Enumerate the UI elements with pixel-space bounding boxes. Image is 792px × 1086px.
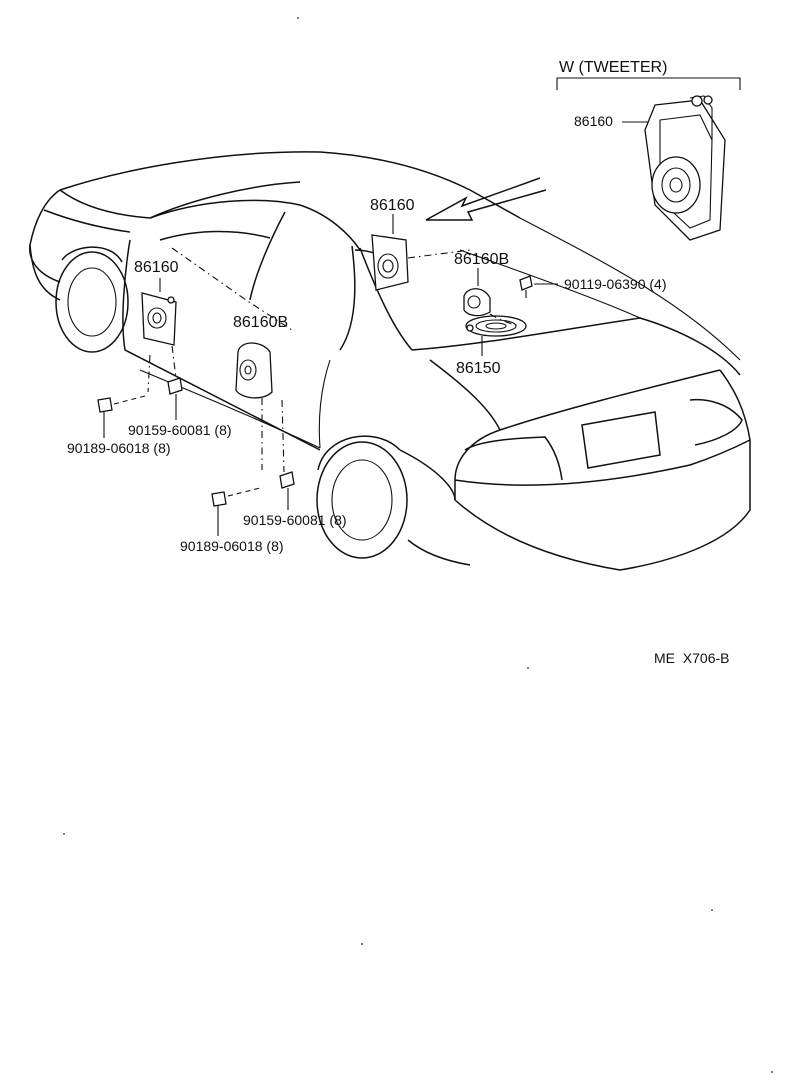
tweeter-inset	[556, 77, 741, 241]
front-door-speaker-part	[141, 278, 177, 346]
inset-title: W (TWEETER)	[559, 59, 667, 76]
tray-screw-part	[519, 275, 558, 298]
label-package-tray-speaker: 86160	[370, 197, 415, 214]
rear-fasteners-part	[211, 471, 295, 536]
label-screw-front: 90159-60081 (8)	[128, 422, 232, 438]
rear-tray-speaker-part	[465, 315, 527, 356]
label-rear-tray-speaker-b: 86160B	[454, 251, 509, 268]
package-tray-speaker-part	[371, 214, 409, 291]
dashed-leaders	[147, 247, 521, 473]
label-front-door-speaker: 86160	[134, 259, 179, 276]
front-fasteners-part	[97, 377, 183, 438]
label-clip-rear: 90189-06018 (8)	[180, 538, 284, 554]
label-inset-part: 86160	[574, 113, 613, 129]
reference-code: ME X706-B	[654, 650, 729, 666]
car-outline	[29, 151, 751, 571]
scan-specks	[63, 17, 773, 1073]
label-clip-front: 90189-06018 (8)	[67, 440, 171, 456]
label-screw-rear: 90159-60081 (8)	[243, 512, 347, 528]
view-direction-arrow	[425, 177, 547, 221]
label-screw-tray: 90119-06390 (4)	[564, 276, 666, 292]
label-rear-door-speaker: 86160B	[233, 314, 288, 331]
label-rear-tray-speaker: 86150	[456, 360, 501, 377]
rear-door-speaker-part	[235, 342, 273, 399]
rear-tray-speaker-b-part	[463, 268, 491, 317]
